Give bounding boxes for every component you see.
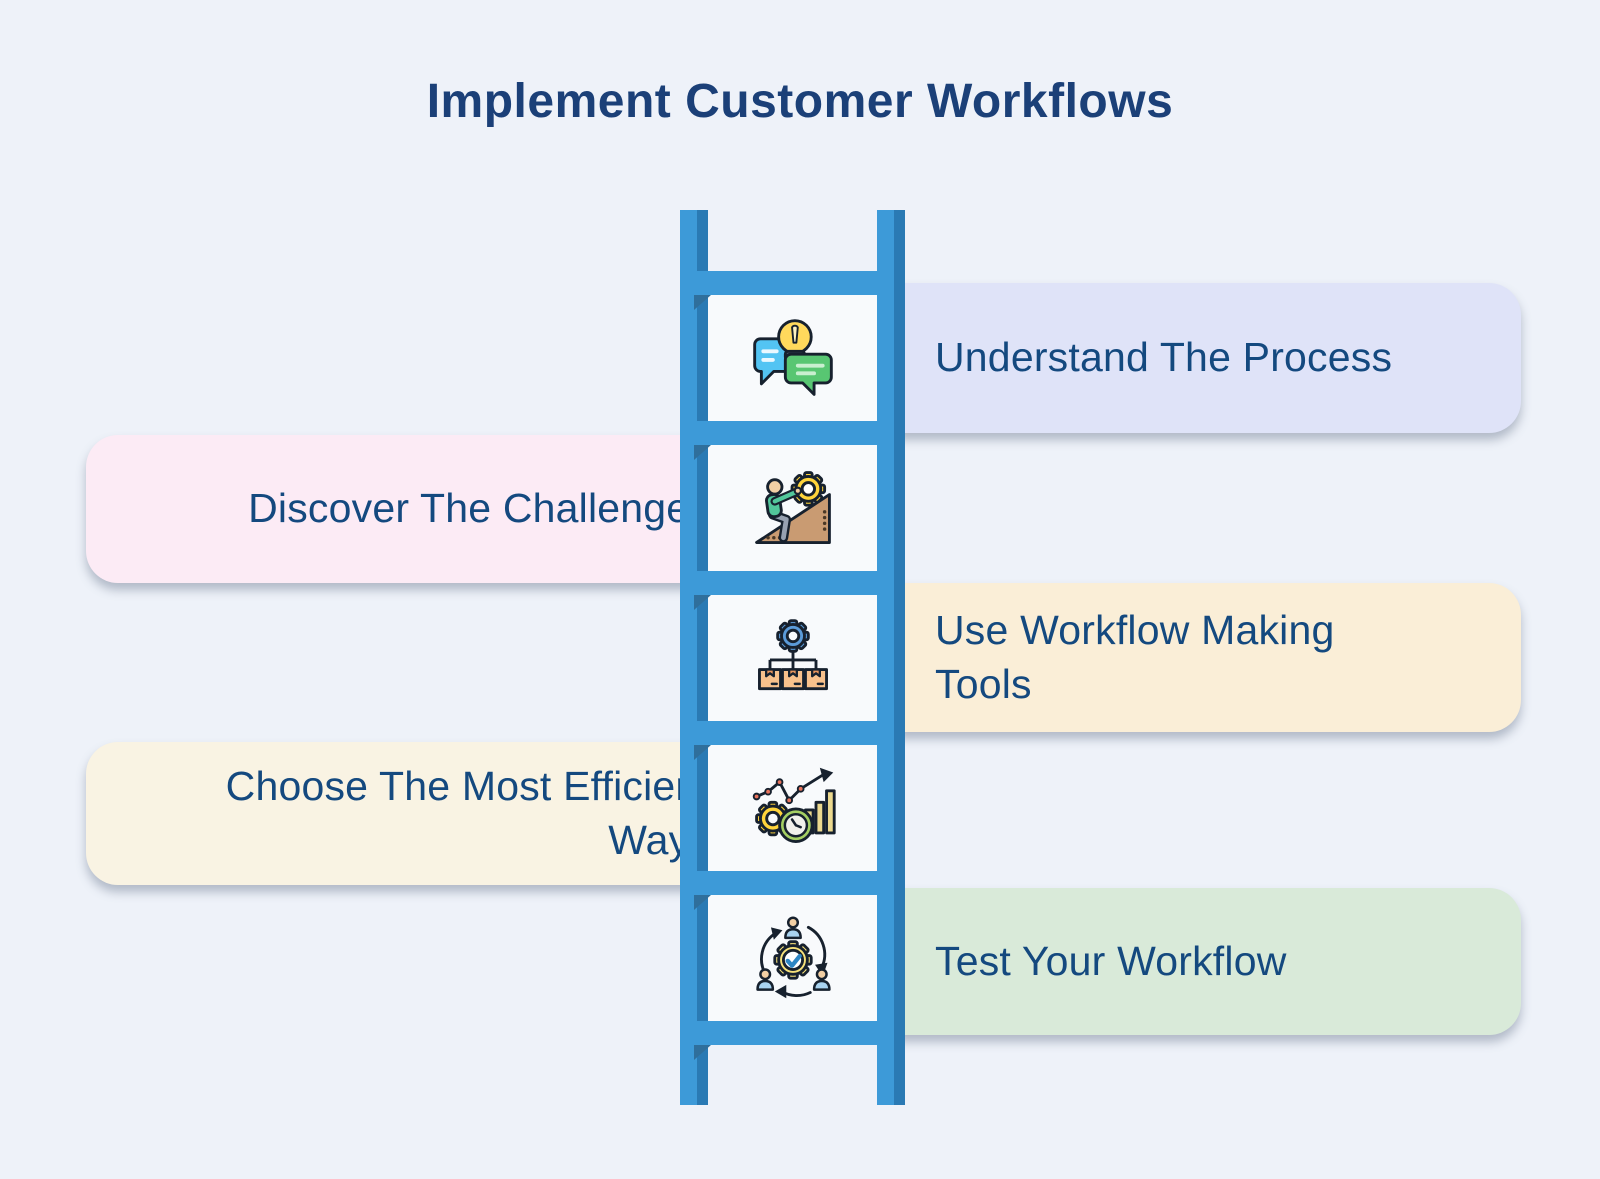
step-card-workflow-tools: Use Workflow Making Tools [897,583,1521,732]
rung-shadow [694,595,711,610]
step-card-test-workflow: Test Your Workflow [897,888,1521,1035]
rung-shadow [694,295,711,310]
efficiency-analytics-icon [752,767,836,843]
rung-shadow [694,895,711,910]
step-card-label: Use Workflow Making Tools [935,607,1335,707]
gear-packages-flow-icon [757,619,828,691]
step-card-label: Discover The Challenges [248,485,710,532]
step-card-label: Choose The Most Efficient Ways [225,763,710,863]
team-approval-cycle-icon [755,916,831,999]
ladder-rail-left [680,210,708,1105]
icon-window [708,595,877,721]
push-gear-uphill-icon [754,471,831,544]
step-card-efficient-ways: Choose The Most Efficient Ways [86,742,750,885]
icon-window [708,895,877,1021]
page-title: Implement Customer Workflows [426,75,1174,128]
step-card-label: Test Your Workflow [935,937,1287,984]
ladder-rung [680,271,905,295]
rung-shadow [694,1045,711,1060]
icon-window [708,295,877,421]
step-card-discover-challenges: Discover The Challenges [86,435,750,583]
step-card-label: Understand The Process [935,334,1393,381]
idea-discussion-icon [752,319,833,396]
ladder-rung [680,1021,905,1045]
step-card-understand-process: Understand The Process [897,283,1521,433]
